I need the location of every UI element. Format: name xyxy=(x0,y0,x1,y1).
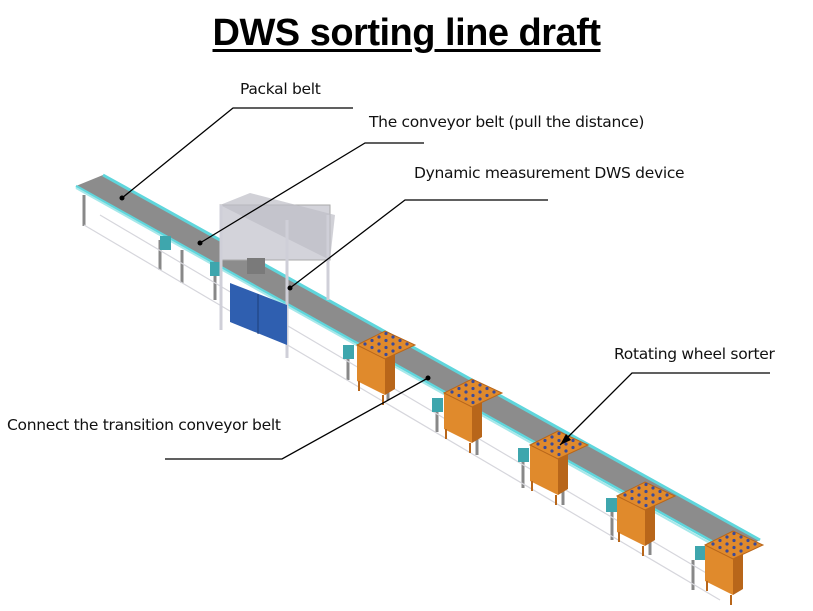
sorter-wheel xyxy=(398,345,402,350)
sorter-wheel xyxy=(384,338,388,343)
sorter-wheel xyxy=(485,393,489,398)
sorter-wheel xyxy=(732,552,736,557)
wheel-sorter-unit xyxy=(615,481,677,556)
title-text: DWS sorting line draft xyxy=(212,12,602,54)
label-wheel-sorter: Rotating wheel sorter xyxy=(614,345,775,363)
sorter-wheel xyxy=(725,549,729,553)
sorter-wheel xyxy=(384,345,388,350)
sorter-wheel xyxy=(753,542,757,546)
sorter-wheel xyxy=(665,493,669,497)
sorter-wheel xyxy=(536,442,540,446)
rotating-wheel-sorters xyxy=(355,330,765,605)
sorter-wheel xyxy=(450,390,454,394)
wheel-sorter-unit xyxy=(442,378,504,453)
wheel-sorter-unit xyxy=(528,430,590,505)
sorter-wheel xyxy=(457,386,461,391)
sorter-wheel xyxy=(478,390,482,394)
label-packal-belt: Packal belt xyxy=(240,80,321,98)
sorter-wheel xyxy=(478,397,482,401)
sorter-wheel xyxy=(485,386,489,391)
sorter-wheel xyxy=(739,549,743,553)
sorter-wheel xyxy=(746,538,750,543)
sorter-wheel xyxy=(492,390,496,394)
diagram-title: DWS sorting line draft xyxy=(0,12,813,55)
sorter-wheel xyxy=(658,489,662,494)
sorter-wheel xyxy=(398,338,402,343)
sorter-wheel xyxy=(478,383,482,387)
sorter-wheel xyxy=(637,500,641,504)
sorter-wheel xyxy=(651,500,655,504)
sorter-wheel xyxy=(471,386,475,391)
sorter-wheel xyxy=(630,489,634,494)
sorter-wheel xyxy=(370,345,374,350)
sorter-wheel xyxy=(471,400,475,405)
sorter-wheel xyxy=(732,538,736,543)
sorter-wheel xyxy=(725,542,729,546)
sorter-wheel xyxy=(377,349,381,353)
sorter-wheel xyxy=(377,335,381,339)
sorter-wheel xyxy=(557,452,561,457)
sorter-wheel xyxy=(405,342,409,346)
sorter-wheel xyxy=(739,535,743,539)
sorter-wheel xyxy=(732,531,736,536)
sorter-wheel xyxy=(370,338,374,343)
sorter-wheel xyxy=(550,435,554,439)
sorter-wheel xyxy=(711,542,715,546)
callout-leaders xyxy=(121,107,770,460)
belt-motors xyxy=(160,236,706,560)
sorter-wheel xyxy=(363,342,367,346)
sorter-wheel xyxy=(718,545,722,550)
callout-dots xyxy=(119,195,571,445)
sorter-wheel xyxy=(391,349,395,353)
sorter-wheel xyxy=(644,496,648,501)
sorter-wheel xyxy=(471,379,475,384)
sorter-wheel xyxy=(725,535,729,539)
sorter-wheel xyxy=(732,545,736,550)
sorter-wheel xyxy=(543,438,547,443)
sorter-wheel xyxy=(543,445,547,450)
sorter-wheel xyxy=(739,542,743,546)
sorter-wheel xyxy=(746,545,750,550)
sorter-wheel xyxy=(623,493,627,497)
wheel-sorter-unit xyxy=(703,530,765,605)
sorter-wheel xyxy=(564,442,568,446)
sorter-wheel xyxy=(644,503,648,508)
sorter-wheel xyxy=(457,393,461,398)
sorter-wheel xyxy=(571,445,575,450)
sorter-wheel xyxy=(471,393,475,398)
sorter-wheel xyxy=(557,438,561,443)
label-dws-device: Dynamic measurement DWS device xyxy=(414,164,685,182)
sorter-wheel xyxy=(464,390,468,394)
sorter-wheel xyxy=(384,331,388,336)
sorter-wheel xyxy=(550,442,554,446)
sorter-wheel xyxy=(391,335,395,339)
sorter-wheel xyxy=(637,486,641,490)
sorter-wheel xyxy=(578,442,582,446)
sorter-wheel xyxy=(550,449,554,453)
sorter-wheel xyxy=(464,383,468,387)
sorter-wheel xyxy=(391,342,395,346)
sorter-wheel xyxy=(644,482,648,487)
sorter-wheel xyxy=(651,493,655,497)
sorter-wheel xyxy=(464,397,468,401)
sorter-wheel xyxy=(571,438,575,443)
sorter-wheel xyxy=(384,352,388,357)
sorter-wheel xyxy=(377,342,381,346)
sorter-wheel xyxy=(557,431,561,436)
sorter-wheel xyxy=(630,496,634,501)
sorter-wheel xyxy=(644,489,648,494)
label-conveyor-pull: The conveyor belt (pull the distance) xyxy=(369,113,645,131)
sorter-wheel xyxy=(637,493,641,497)
sorter-wheel xyxy=(718,538,722,543)
sorter-wheel xyxy=(658,496,662,501)
dws-device xyxy=(219,193,335,358)
label-transition-belt: Connect the transition conveyor belt xyxy=(7,416,281,434)
sorter-wheel xyxy=(651,486,655,490)
sorter-wheel xyxy=(564,449,568,453)
sorter-wheel xyxy=(557,445,561,450)
wheel-sorter-unit xyxy=(355,330,417,405)
